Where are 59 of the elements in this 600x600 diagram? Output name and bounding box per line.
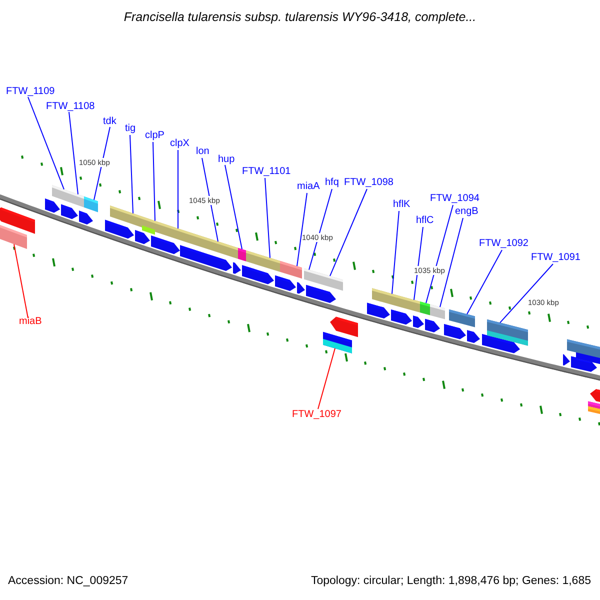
leader-line: [330, 188, 368, 276]
gene-label: miaA: [297, 181, 320, 193]
gene-feature: [449, 309, 475, 328]
leader-line: [130, 134, 134, 214]
gene-feature: [246, 250, 280, 272]
gene-label: FTW_1092: [479, 238, 528, 250]
gene-label: FTW_1098: [344, 177, 394, 189]
gene-feature: [140, 216, 157, 235]
gene-label: FTW_1109: [6, 86, 55, 98]
gene-feature: [185, 230, 238, 259]
genome-summary-text: Topology: circular; Length: 1,898,476 bp; Genes: 1,685: [310, 575, 591, 587]
leader-line: [94, 126, 110, 200]
gene-feature: [68, 190, 84, 208]
gene-label: clpX: [170, 138, 190, 150]
gene-feature: [430, 304, 445, 320]
leader-line: [440, 218, 464, 308]
leader-line: [28, 96, 64, 190]
gene-feature: [238, 248, 246, 262]
gene-label: lon: [196, 146, 210, 158]
leader-line: [14, 244, 28, 318]
gene-label: hfq: [325, 177, 339, 189]
leader-line: [296, 192, 308, 267]
leader-line: [466, 250, 502, 315]
leader-line: [426, 204, 454, 304]
gene-feature: [84, 196, 98, 212]
gene-label: tig: [125, 123, 136, 135]
accession-text: Accession: NC_009257: [8, 575, 128, 587]
leader-line: [152, 142, 156, 222]
leader-line: [308, 188, 332, 270]
gene-feature: [487, 319, 528, 346]
gene-feature: [396, 294, 420, 313]
map-title: Francisella tularensis subsp. tularensis WY96-3418, complete...: [122, 10, 478, 24]
gene-label: miaB: [19, 316, 42, 328]
leader-line: [414, 226, 424, 300]
gene-label: hflK: [393, 199, 410, 211]
gene-feature: [280, 260, 302, 279]
gene-feature: [323, 332, 352, 354]
leader-line: [224, 164, 242, 250]
gene-label: hflC: [416, 215, 434, 227]
gene-label: FTW_1094: [430, 193, 480, 205]
gene-label: hup: [218, 154, 235, 166]
gene-feature: [372, 288, 396, 306]
leader-line: [318, 348, 336, 410]
leader-line: [392, 210, 400, 294]
leader-line: [202, 158, 218, 242]
gene-feature: [52, 185, 68, 202]
gene-label: FTW_1101: [242, 166, 291, 178]
gene-feature: [420, 302, 430, 316]
gene-label: clpP: [145, 130, 164, 142]
gene-label: tdk: [103, 116, 116, 128]
gene-label: engB: [455, 206, 478, 218]
leader-line: [500, 264, 554, 324]
leader-line: [264, 178, 270, 258]
gene-feature: [304, 268, 312, 282]
gene-label: FTW_1091: [531, 252, 580, 264]
gene-label: FTW_1097: [292, 409, 342, 421]
gene-label: FTW_1108: [46, 101, 95, 113]
gene-feature: [0, 223, 27, 249]
leader-line: [68, 112, 78, 195]
